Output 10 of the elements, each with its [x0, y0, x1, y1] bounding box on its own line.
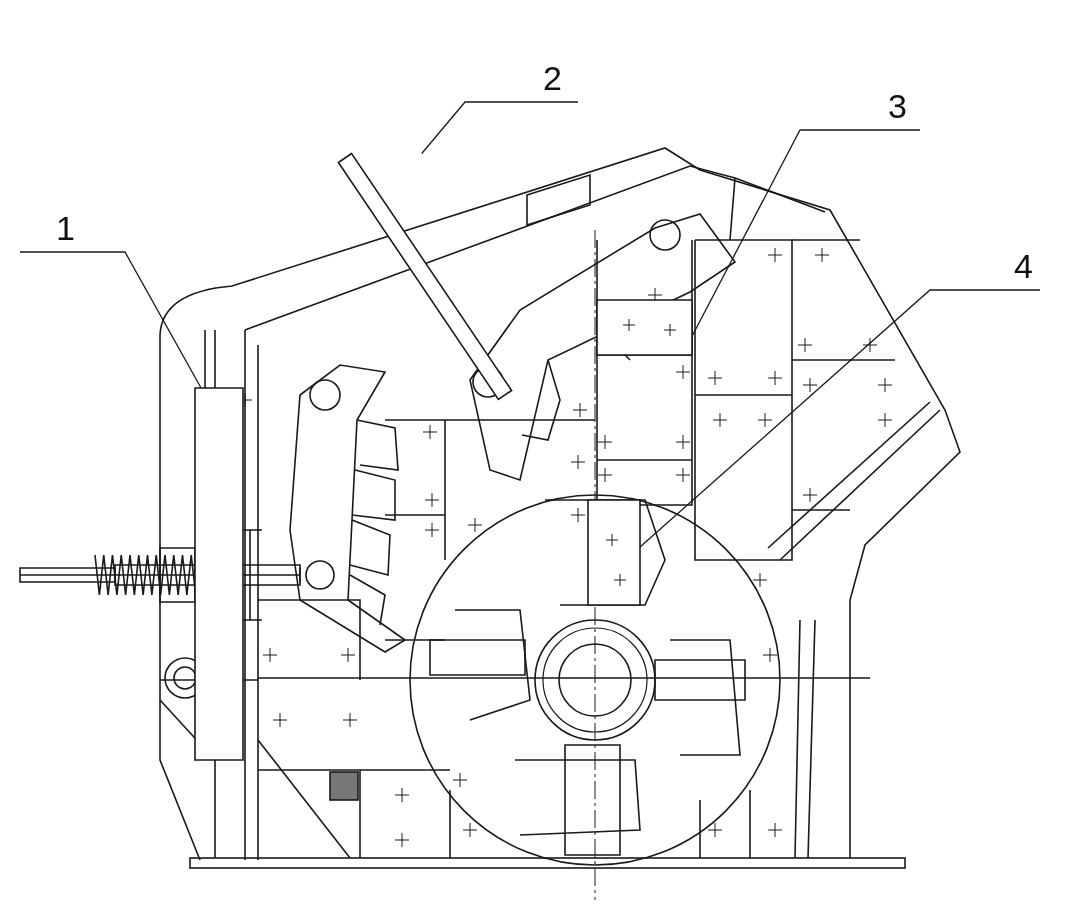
liner-block: [596, 299, 693, 356]
adjusting-rod: [337, 152, 513, 401]
callout-number: 2: [543, 58, 562, 98]
frame-side-plate: [194, 387, 244, 761]
blow-bar: [587, 499, 641, 606]
callout-number: 4: [1014, 246, 1033, 286]
leader-line: [421, 101, 579, 155]
callout-number: 1: [56, 208, 75, 248]
callout-number: 3: [888, 86, 907, 126]
leader-line: [19, 251, 202, 389]
